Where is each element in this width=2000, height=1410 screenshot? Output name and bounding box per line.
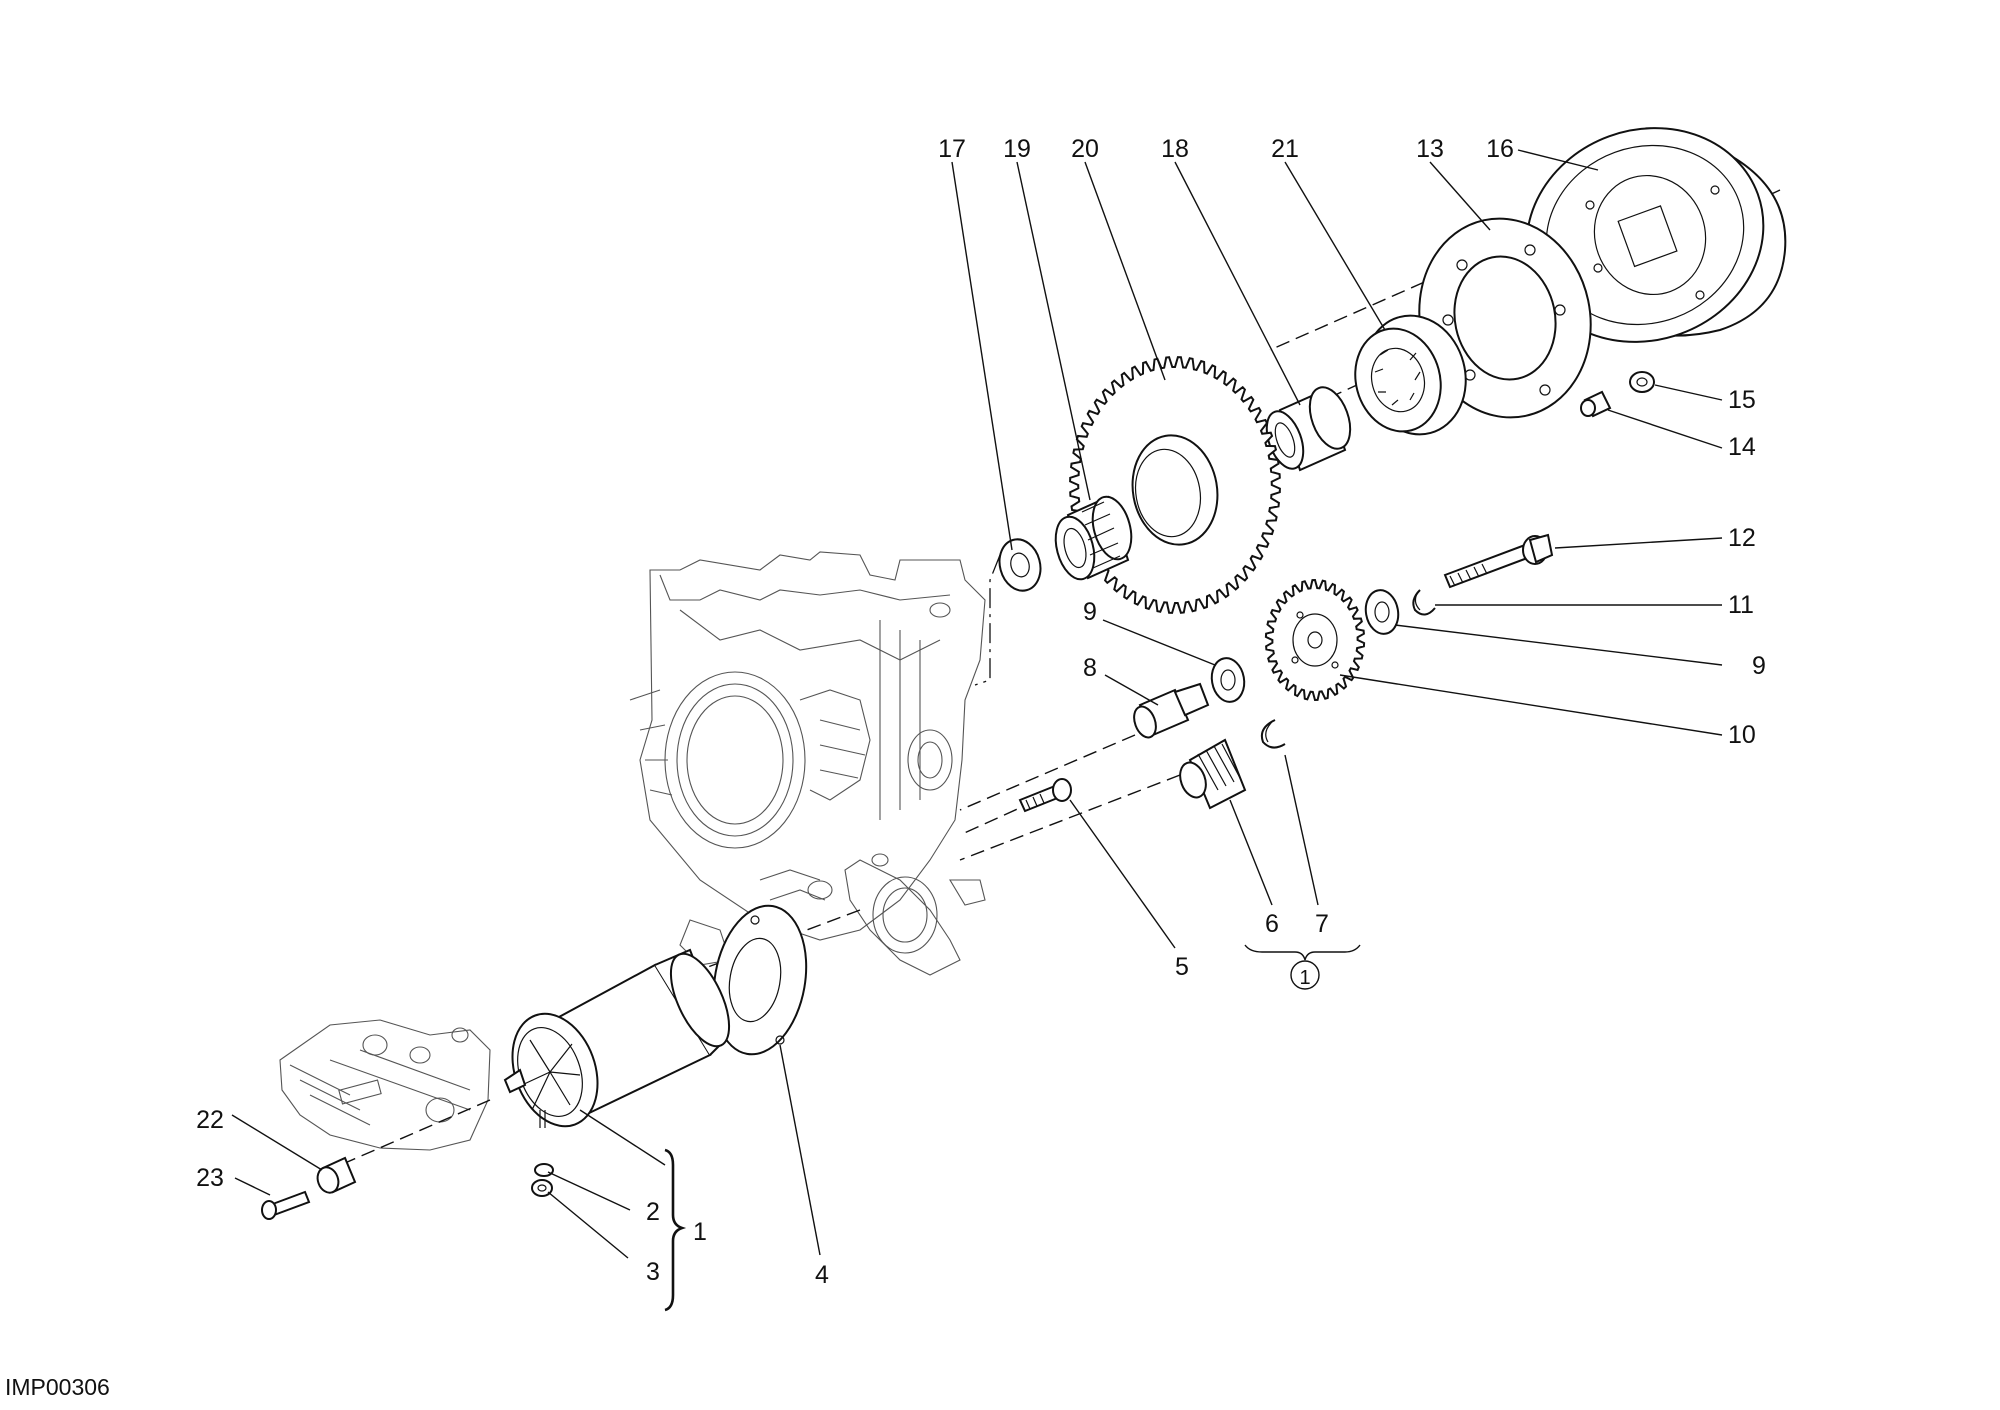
engine-case-outline — [629, 551, 986, 976]
part-4-flange-gasket — [712, 904, 808, 1056]
callout-19: 19 — [1003, 135, 1031, 163]
cylinder-head-outline — [279, 1019, 491, 1151]
part-10-intermediate-gear — [1264, 578, 1366, 702]
part-18-bushing — [1265, 386, 1352, 472]
part-21-freewheel-gear — [1354, 314, 1467, 436]
part-9-washer-right — [1364, 589, 1400, 635]
callout-labels: 17 19 20 18 21 13 16 15 14 12 11 9 9 10 … — [196, 135, 1766, 1289]
callout-5: 5 — [1175, 953, 1189, 981]
callout-4: 4 — [815, 1261, 829, 1289]
part-5-screw — [1018, 778, 1072, 813]
part-3-nut — [531, 1179, 553, 1197]
callout-8: 8 — [1083, 654, 1097, 682]
part-11-circlip — [1412, 589, 1436, 616]
callout-9-right: 9 — [1752, 652, 1766, 680]
part-17-washer — [998, 538, 1042, 592]
callout-22: 22 — [196, 1106, 224, 1134]
callout-9-left: 9 — [1083, 598, 1097, 626]
part-7-circlip — [1260, 719, 1286, 749]
part-19-needle-bearing — [1054, 495, 1133, 581]
part-23-screw — [261, 1190, 311, 1220]
callout-15: 15 — [1728, 386, 1756, 414]
callout-14: 14 — [1728, 433, 1756, 461]
callout-1: 1 — [693, 1218, 707, 1246]
part-2-washer — [534, 1163, 554, 1177]
callout-18: 18 — [1161, 135, 1189, 163]
part-1-starter-motor — [503, 948, 731, 1128]
part-8-gear-shaft — [1133, 682, 1210, 739]
callout-2: 2 — [646, 1198, 660, 1226]
callout-6: 6 — [1265, 910, 1279, 938]
part-12-screw — [1443, 533, 1554, 589]
callout-7: 7 — [1315, 910, 1329, 938]
part-15-nut — [1629, 371, 1655, 393]
callout-3: 3 — [646, 1258, 660, 1286]
part-9-washer-left — [1210, 657, 1246, 703]
group-brace-6-7: 1 — [1244, 944, 1361, 990]
callout-10: 10 — [1728, 721, 1756, 749]
callout-17: 17 — [938, 135, 966, 163]
callout-20: 20 — [1071, 135, 1099, 163]
callout-23: 23 — [196, 1164, 224, 1192]
group-brace-1 — [664, 1148, 687, 1312]
callout-21: 21 — [1271, 135, 1299, 163]
part-22-spacer — [316, 1156, 357, 1194]
part-14-pin — [1580, 390, 1612, 418]
group-mark: 1 — [1299, 967, 1310, 989]
leader-lines — [231, 149, 1723, 1259]
part-6-pinion — [1179, 738, 1247, 810]
drawing-id: IMP00306 — [5, 1374, 110, 1400]
callout-16: 16 — [1486, 135, 1514, 163]
callout-13: 13 — [1416, 135, 1444, 163]
callout-12: 12 — [1728, 524, 1756, 552]
part-20-idler-gear — [1069, 356, 1281, 614]
callout-11: 11 — [1728, 591, 1754, 619]
